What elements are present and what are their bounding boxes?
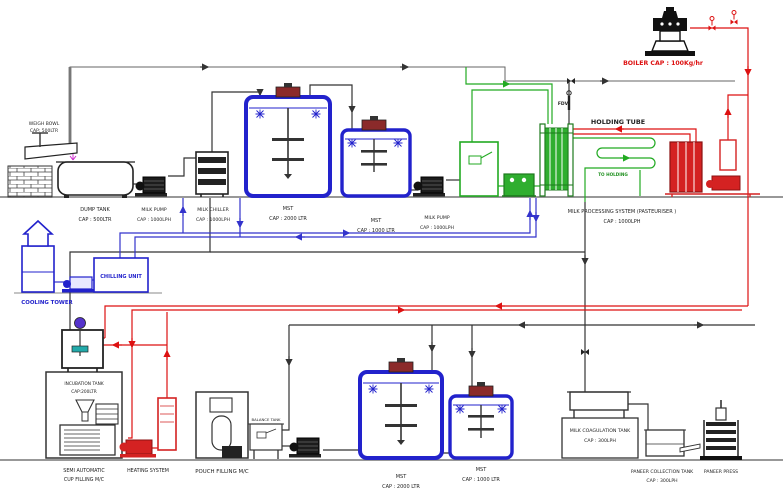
brick-wall [7, 165, 53, 198]
weigh-bowl: WEIGH BOWL CAP: 500LTR [24, 67, 78, 160]
pouch-filling-machine: POUCH FILLING M/C [195, 391, 249, 475]
dump-tank: DUMP TANK CAP : 500LTR [56, 154, 135, 223]
cooling-water-pump [62, 276, 94, 293]
pasteuriser-label: MILK PROCESSING SYSTEM (PASTEURISER ) [568, 209, 677, 215]
paneer-collection-label: PANEER COLLECTION TANK [631, 469, 694, 475]
fdv-label: FDV [558, 101, 569, 107]
cooling-tower: COOLING TOWER [21, 219, 74, 306]
paneer-press-label: PANEER PRESS [704, 469, 738, 475]
coagulation-tank-label: MILK COAGULATION TANK [570, 428, 631, 434]
milk-piping-black [69, 63, 755, 454]
dump-tank-label: DUMP TANK [80, 207, 110, 213]
boiler: BOILER CAP : 100Kg/hr [623, 7, 704, 67]
mst-tank-1: MST CAP : 2000 LTR [244, 82, 332, 222]
transfer-pump-bottom [288, 437, 322, 458]
milk-pump-1-label: MILK PUMP [141, 207, 166, 213]
incubation-tank-cap: CAP:200LTR [71, 389, 97, 395]
pouch-filling-label: POUCH FILLING M/C [195, 469, 249, 475]
milk-coagulation-tank: MILK COAGULATION TANK CAP : 300LPH [561, 391, 639, 459]
chilling-unit: CHILLING UNIT [93, 257, 149, 293]
heating-system: HEATING SYSTEM [119, 397, 177, 474]
pasteuriser-cap: CAP : 1000LPH [603, 219, 640, 225]
mst-4-label: MST [476, 467, 487, 473]
boiler-label: BOILER CAP : 100Kg/hr [623, 60, 704, 67]
mst-2-cap: CAP : 1000 LTR [357, 228, 395, 234]
milk-pump-2: MILK PUMP CAP : 1000LPH [412, 176, 454, 231]
paneer-collection-cap: CAP : 300LPH [646, 478, 677, 484]
balance-tank: BALANCE TANK [248, 417, 284, 459]
cup-filling-label: SEMI AUTOMATIC [63, 468, 105, 474]
pasteuriser-label-group: MILK PROCESSING SYSTEM (PASTEURISER ) CA… [568, 209, 677, 225]
incubation-tank-label: INCUBATION TANK [64, 381, 103, 387]
pasteuriser-balance-tank [459, 141, 499, 197]
paneer-press: PANEER PRESS [700, 400, 742, 475]
hot-water-piping-red [103, 10, 752, 449]
mst-tank-4: MST CAP : 1000 LTR [448, 381, 514, 483]
cup-filling-label-2: CUP FILLING M/C [64, 477, 105, 483]
chilling-unit-label: CHILLING UNIT [100, 274, 142, 280]
milk-pump-1: MILK PUMP CAP : 1000LPH [134, 176, 171, 223]
mst-2-label: MST [371, 218, 382, 224]
to-holding-label: TO HOLDING [598, 172, 628, 177]
pasteuriser-piping-green [465, 67, 656, 202]
weigh-bowl-label: WEIGH BOWL [29, 121, 60, 127]
milk-chiller-cap: CAP : 1000LPH [196, 217, 230, 223]
heating-system-label: HEATING SYSTEM [127, 468, 169, 474]
mst-1-label: MST [283, 206, 294, 212]
cup-filling-machine: SEMI AUTOMATIC CUP FILLING M/C [59, 399, 119, 483]
mst-1-cap: CAP : 2000 LTR [269, 216, 307, 222]
milk-chiller: MILK CHILLER CAP : 1000LPH [195, 151, 230, 223]
hot-water-set [665, 139, 760, 197]
milk-chiller-label: MILK CHILLER [197, 207, 229, 213]
milk-pump-2-cap: CAP : 1000LPH [420, 225, 454, 231]
mst-tank-2: MST CAP : 1000 LTR [340, 115, 412, 234]
homogeniser [502, 173, 536, 197]
balance-tank-label: BALANCE TANK [251, 417, 281, 422]
holding-tube: HOLDING TUBE TO HOLDING [591, 118, 645, 177]
paneer-collection-tank: PANEER COLLECTION TANK CAP : 300LPH [631, 429, 701, 484]
pasteuriser-phe: FDV [539, 101, 574, 197]
milk-pump-1-cap: CAP : 1000LPH [137, 217, 171, 223]
chilled-water-piping-blue [54, 198, 540, 283]
mst-4-cap: CAP : 1000 LTR [462, 477, 500, 483]
incubation-tank: INCUBATION TANK CAP:200LTR [45, 317, 123, 459]
milk-pump-2-label: MILK PUMP [424, 215, 449, 221]
mst-3-label: MST [396, 474, 407, 480]
holding-tube-label: HOLDING TUBE [591, 118, 645, 126]
dump-tank-cap: CAP : 500LTR [79, 217, 112, 223]
weigh-bowl-cap: CAP: 500LTR [30, 128, 58, 134]
coagulation-tank-cap: CAP : 300LPH [584, 438, 616, 444]
mst-3-cap: CAP : 2000 LTR [382, 484, 420, 490]
cooling-tower-label: COOLING TOWER [21, 300, 73, 306]
mst-tank-3: MST CAP : 2000 LTR [358, 357, 444, 490]
